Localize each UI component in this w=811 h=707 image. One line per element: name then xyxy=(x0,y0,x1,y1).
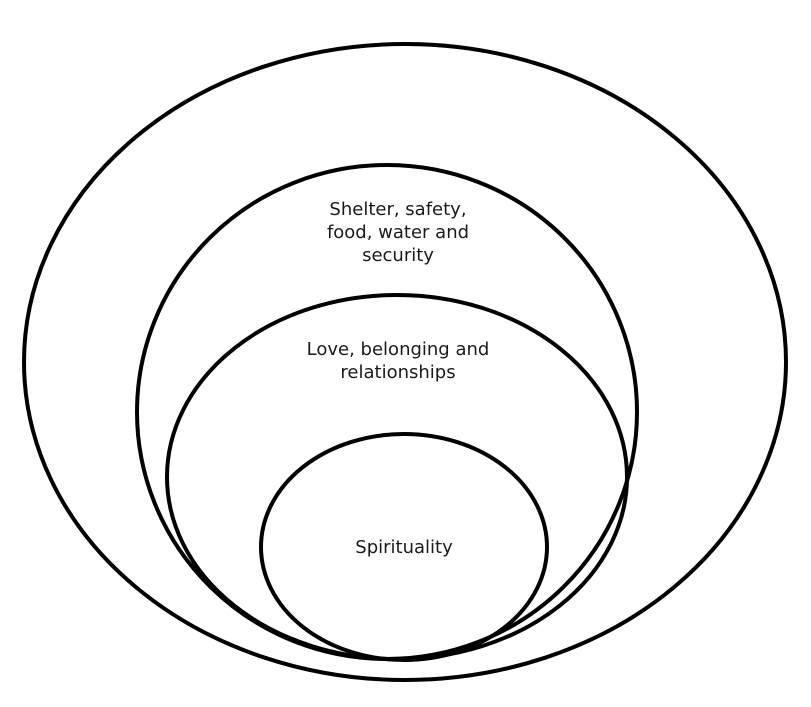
basic-needs-label-line-3: security xyxy=(362,245,434,266)
love-belonging-label-line-2: relationships xyxy=(340,362,455,383)
outer-ellipse xyxy=(22,42,788,682)
basic-needs-label-line-1: Shelter, safety, xyxy=(329,199,466,220)
spirituality-label: Spirituality xyxy=(355,537,453,558)
love-belonging-label-line-1: Love, belonging and xyxy=(307,339,490,360)
basic-needs-label-line-2: food, water and xyxy=(327,222,469,243)
spirituality-ellipse xyxy=(259,432,549,662)
